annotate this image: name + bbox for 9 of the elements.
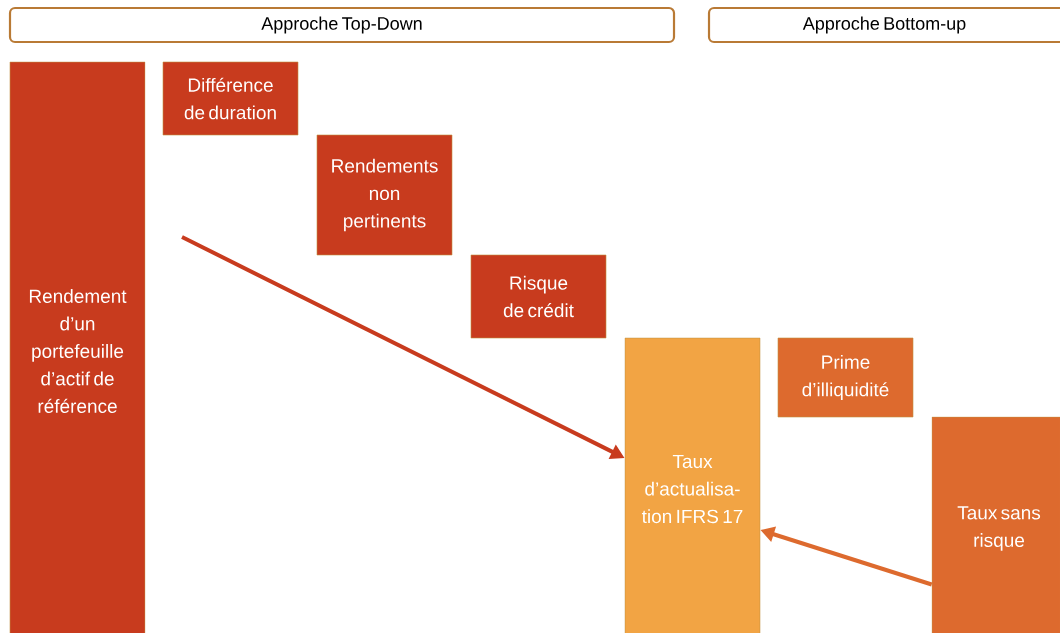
factor-box: Taux sans risque: [931, 416, 1060, 633]
result-box: Taux d’actualisa- tion IFRS 17: [624, 337, 761, 633]
factor-box: Rendement d’un portefeuille d’actif de référence: [9, 61, 146, 633]
factor-box: Risque de crédit: [470, 254, 607, 339]
factor-box: Rendements non pertinents: [316, 134, 453, 256]
factor-box: Différence de duration: [162, 61, 299, 136]
factor-box: Prime d’illiquidité: [777, 337, 914, 418]
header-box: Approche Bottom-up: [707, 6, 1060, 44]
header-box: Approche Top-Down: [8, 6, 676, 44]
